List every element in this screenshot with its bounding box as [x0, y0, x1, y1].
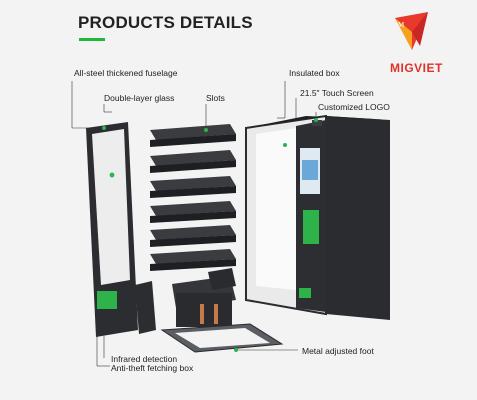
base-tray — [160, 323, 284, 353]
label-fetching-box: Anti-theft fetching box — [111, 363, 194, 373]
label-glass: Double-layer glass — [104, 93, 175, 103]
label-insulated-box: Insulated box — [289, 68, 340, 78]
label-fuselage: All-steel thickened fuselage — [74, 68, 178, 78]
brand-logo-letter: M — [398, 21, 405, 29]
glass-door — [86, 122, 138, 337]
page-title: PRODUCTS DETAILS — [78, 13, 253, 32]
label-slots: Slots — [206, 93, 225, 103]
label-infrared: Infrared detection — [111, 354, 178, 364]
title-underline — [79, 38, 105, 41]
label-touch-screen: 21.5" Touch Screen — [300, 88, 374, 98]
brand-name: MIGVIET — [390, 61, 443, 75]
door-green-panel — [97, 291, 117, 309]
brand-logo-icon: M — [395, 12, 428, 50]
label-foot: Metal adjusted foot — [302, 346, 374, 356]
label-logo: Customized LOGO — [318, 102, 390, 112]
fetching-box — [135, 268, 236, 334]
cabinet — [245, 114, 390, 320]
cabinet-green-panel — [303, 210, 319, 244]
slots-stack — [150, 124, 236, 271]
